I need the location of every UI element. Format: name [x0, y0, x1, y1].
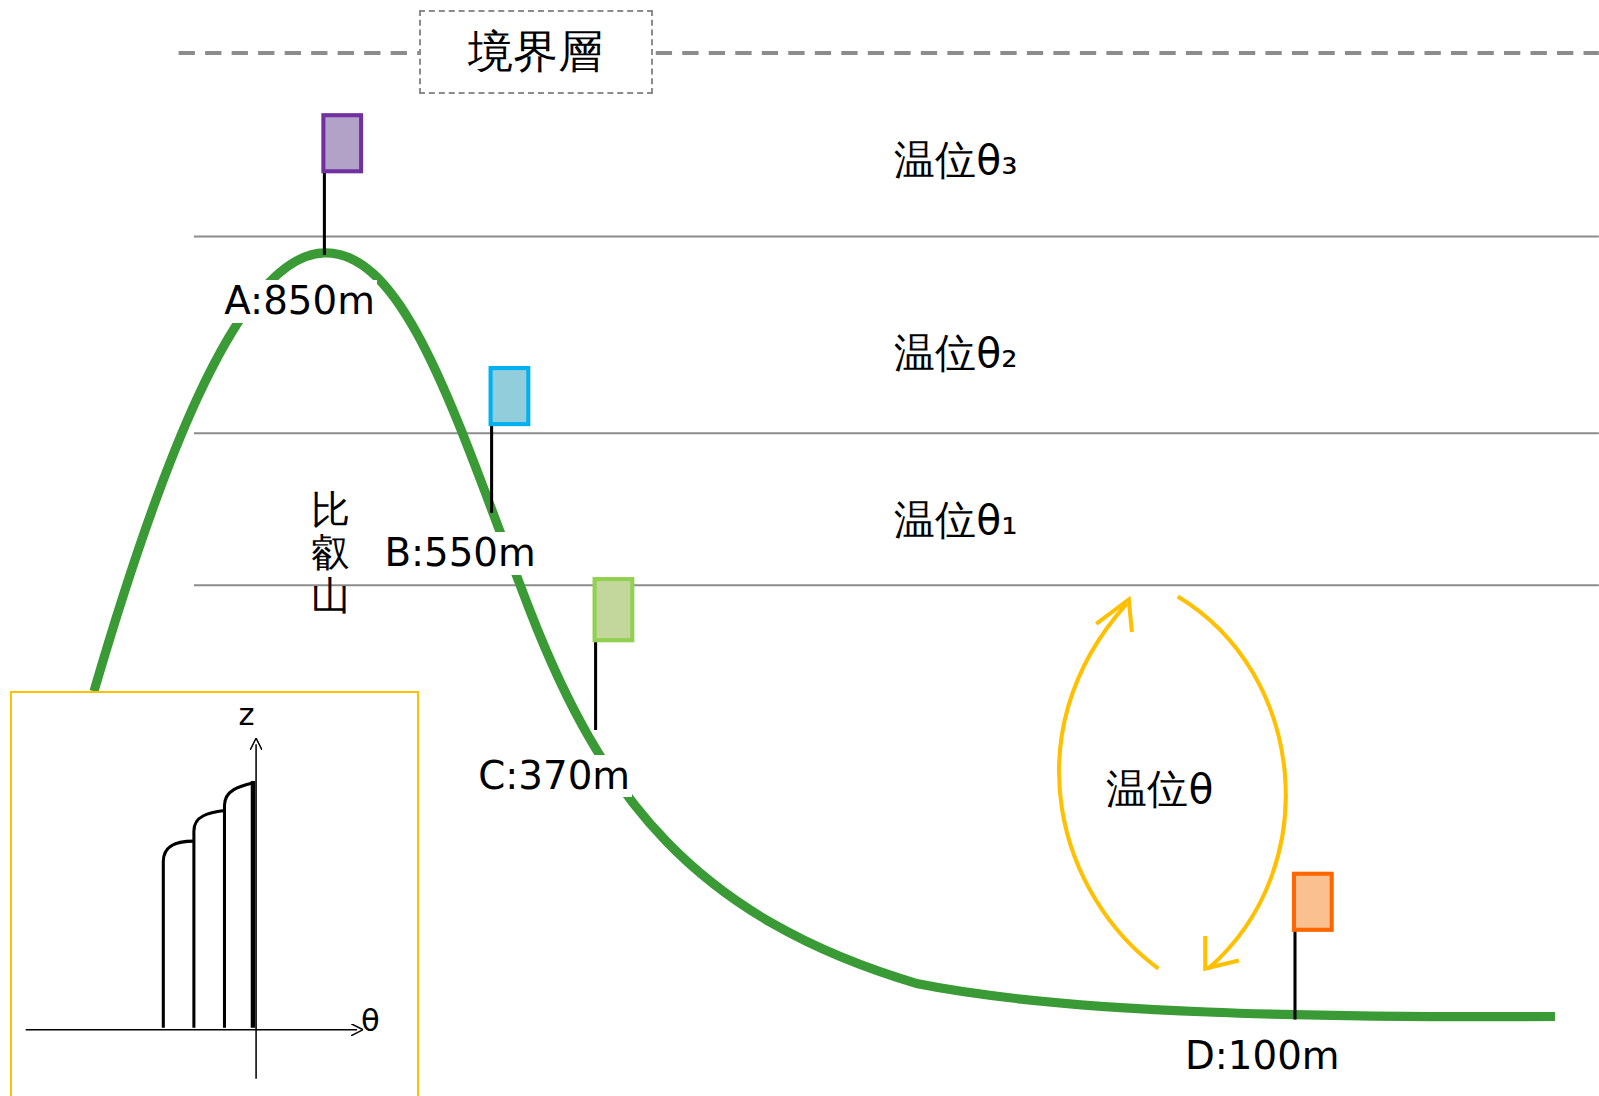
station-label: C:370m	[476, 755, 632, 798]
potential-temp-label: 温位θ	[1106, 767, 1213, 812]
potential-temp-label: 温位θ₃	[894, 138, 1017, 183]
isentrope-line	[194, 584, 1599, 586]
station-label: B:550m	[382, 532, 537, 575]
isentrope-line	[194, 432, 1599, 434]
flag	[1294, 874, 1332, 1020]
potential-temp-label: 温位θ₂	[894, 331, 1017, 376]
convection-arrows	[1059, 596, 1286, 968]
axis-label: θ	[361, 1004, 380, 1038]
axis-label: z	[239, 698, 255, 732]
boundary-layer-line	[179, 51, 1599, 55]
theta-profile-sketch	[26, 744, 357, 1078]
potential-temp-label: 温位θ₁	[894, 498, 1017, 543]
boundary-layer-box: 境界層	[419, 10, 653, 93]
station-label: D:100m	[1185, 1035, 1340, 1078]
mountain-name: 比叡山	[311, 489, 350, 617]
station-label: A:850m	[222, 280, 377, 323]
isentrope-line	[194, 236, 1599, 238]
flag	[595, 579, 633, 730]
mountain-profile	[94, 253, 1555, 1017]
boundary-layer-text: 境界層	[439, 18, 633, 85]
flag	[323, 115, 361, 255]
flag	[491, 368, 529, 513]
inset-box: zθ	[10, 691, 419, 1096]
